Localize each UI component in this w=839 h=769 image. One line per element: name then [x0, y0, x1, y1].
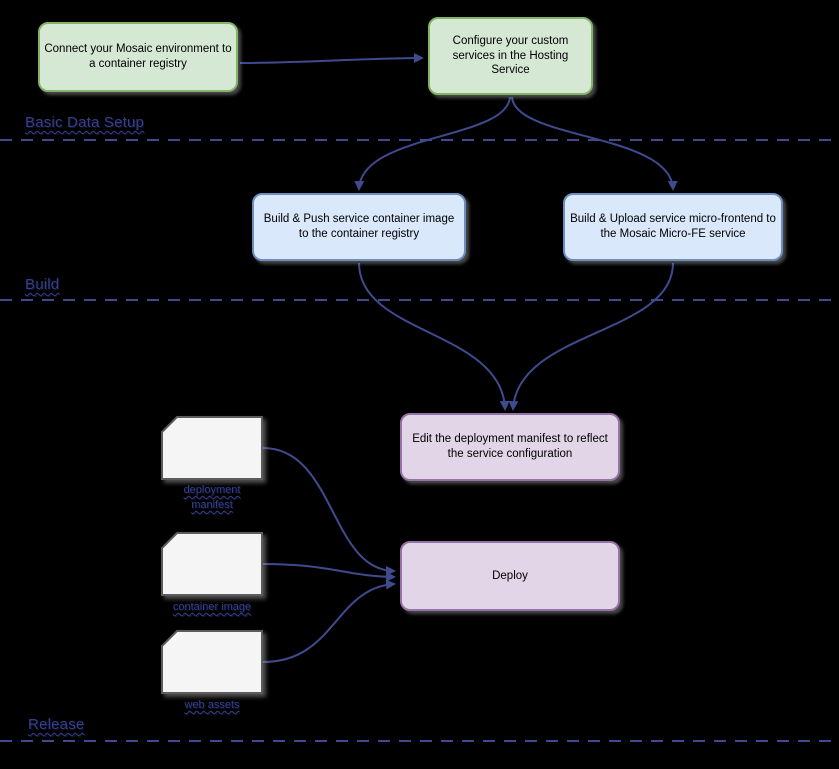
artifact-cards: [161, 416, 263, 694]
edge-build-push-to-edit-manifest: [358, 262, 510, 411]
lane-label-release: Release: [28, 716, 85, 733]
edge-connect-registry-to-configure-services: [239, 53, 424, 64]
node-configure-services: Configure your custom services in the Ho…: [428, 17, 593, 95]
node-deploy-label: Deploy: [492, 569, 528, 582]
node-build-push: Build & Push service container image to …: [252, 193, 466, 261]
node-build-upload-label: Build & Upload service micro-frontend to…: [570, 213, 776, 240]
artifact-label-web-assets: web assets: [184, 699, 240, 711]
node-deploy: Deploy: [400, 541, 620, 611]
edge-deployment-manifest-to-deploy: [262, 447, 396, 576]
node-connect-registry: Connect your Mosaic environment to a con…: [38, 22, 238, 92]
edge-build-upload-to-edit-manifest: [508, 262, 674, 411]
node-build-upload: Build & Upload service micro-frontend to…: [563, 193, 783, 261]
node-connect-registry-label: Connect your Mosaic environment to a con…: [44, 43, 232, 70]
artifact-label-container-image: container image: [172, 601, 252, 613]
web-assets-card: [161, 630, 263, 694]
edge-configure-services-to-build-push: [354, 96, 511, 191]
edge-container-image-to-deploy: [262, 563, 396, 582]
node-edit-manifest-label: Edit the deployment manifest to reflect …: [412, 433, 608, 460]
lane-label-basic-data-setup: Basic Data Setup: [25, 114, 145, 131]
node-configure-services-label: Configure your custom services in the Ho…: [452, 34, 569, 77]
edge-web-assets-to-deploy: [262, 579, 396, 663]
container-image-card: [161, 532, 263, 596]
artifact-label-deployment-manifest: deployment manifest: [183, 484, 241, 511]
node-edit-manifest: Edit the deployment manifest to reflect …: [400, 413, 620, 481]
lane-label-build: Build: [25, 276, 60, 293]
node-build-push-label: Build & Push service container image to …: [263, 213, 455, 240]
edge-configure-services-to-build-upload: [511, 96, 678, 191]
deployment-manifest-card: [161, 416, 263, 480]
edges: [239, 53, 678, 663]
